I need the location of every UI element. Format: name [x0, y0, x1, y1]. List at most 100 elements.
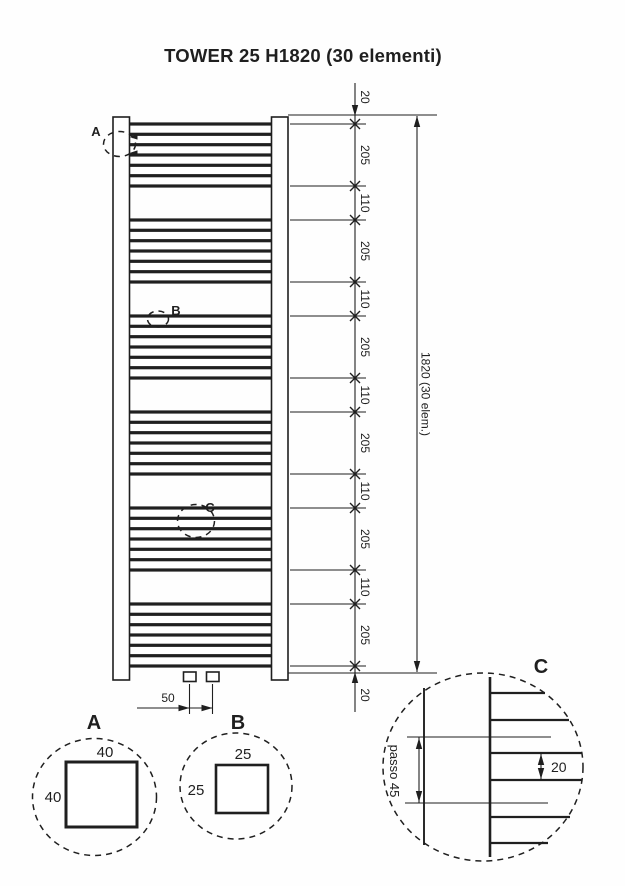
- tube: [129, 184, 272, 188]
- tube: [129, 441, 272, 445]
- tube: [129, 612, 272, 616]
- arrowhead-right: [178, 704, 190, 712]
- tube: [129, 122, 272, 126]
- callout-c: C: [176, 500, 216, 539]
- callout-b: B: [146, 303, 181, 328]
- tube: [129, 280, 272, 284]
- tube: [129, 314, 272, 318]
- tube-elements: [129, 122, 272, 668]
- dim-tick: [349, 502, 361, 514]
- arrowhead-up: [351, 672, 359, 683]
- tube: [129, 623, 272, 627]
- callout-c-circle: [176, 503, 216, 539]
- extension-lines: [290, 123, 366, 667]
- dim-chain-label: 205: [358, 625, 372, 645]
- arrowheads: [129, 105, 545, 802]
- dim-chain-label: 110: [358, 481, 372, 500]
- dim-chain-label: 110: [358, 289, 372, 308]
- drawing-title: TOWER 25 H1820 (30 elementi): [164, 45, 442, 66]
- dim-chain-label: 110: [358, 385, 372, 404]
- detail-a-top-dim: 40: [97, 744, 114, 761]
- dim-chain-label: 205: [358, 433, 372, 453]
- arrowhead-down: [413, 661, 421, 672]
- dim-tick: [349, 468, 361, 480]
- arrowhead-up: [415, 738, 423, 749]
- tube: [129, 451, 272, 455]
- tube: [129, 410, 272, 414]
- tube: [129, 558, 272, 562]
- tube: [129, 643, 272, 647]
- tube: [129, 259, 272, 263]
- tube: [129, 537, 272, 541]
- overall-dimension-label: 1820 (30 elem.): [419, 352, 433, 436]
- connection-stub-right: [205, 671, 220, 683]
- connection-spacing-label: 50: [161, 691, 175, 705]
- radiator-front-view: [112, 116, 289, 683]
- dim-chain-label: 110: [358, 193, 372, 212]
- arrowhead-left: [129, 134, 138, 140]
- dim-tick: [349, 276, 361, 288]
- connection-spacing-dimension: 50: [137, 684, 214, 714]
- callout-b-letter: B: [171, 303, 180, 318]
- tube: [129, 462, 272, 466]
- tube: [129, 602, 272, 606]
- detail-c: C passo 45 20: [382, 656, 584, 862]
- dim-tick: [349, 180, 361, 192]
- arrowhead-down: [351, 105, 359, 116]
- tube: [129, 132, 272, 136]
- arrowhead-down: [415, 791, 423, 802]
- arrowhead-left: [129, 150, 138, 156]
- detail-c-circle: [382, 672, 584, 862]
- arrowhead-right: [201, 704, 213, 712]
- dim-chain-label: 205: [358, 241, 372, 261]
- callout-a-circle: [102, 130, 137, 158]
- tube: [129, 228, 272, 232]
- tube: [129, 527, 272, 531]
- tube: [129, 366, 272, 370]
- detail-c-tube-lines: [405, 691, 582, 845]
- dim-tick: [349, 660, 361, 672]
- overall-dimension: 1820 (30 elem.): [416, 116, 433, 672]
- connection-stub-left: [182, 671, 197, 683]
- tube: [129, 249, 272, 253]
- tube: [129, 472, 272, 476]
- detail-a-circle: [31, 737, 158, 857]
- arrowhead-up: [537, 754, 545, 765]
- tube: [129, 654, 272, 658]
- tube: [129, 516, 272, 520]
- dim-tick: [349, 214, 361, 226]
- callout-c-letter: C: [205, 500, 215, 515]
- detail-c-title: C: [534, 656, 548, 678]
- tube: [129, 270, 272, 274]
- tube: [129, 324, 272, 328]
- dim-tick: [349, 598, 361, 610]
- pitch-label: passo 45: [387, 745, 402, 798]
- detail-a-square: [64, 760, 139, 829]
- tube: [129, 547, 272, 551]
- detail-a-title: A: [87, 712, 101, 734]
- dim-tick: [349, 406, 361, 418]
- tube: [129, 335, 272, 339]
- callout-a: A: [91, 124, 137, 158]
- detail-b: B 25 25: [179, 712, 293, 840]
- detail-a-side-dim: 40: [45, 789, 62, 806]
- detail-b-square: [214, 763, 270, 815]
- dim-chain-label: 110: [358, 577, 372, 596]
- detail-b-side-dim: 25: [188, 782, 205, 799]
- tube: [129, 376, 272, 380]
- tube: [129, 239, 272, 243]
- detail-a: A 40 40: [31, 712, 158, 857]
- arrowhead-down: [537, 768, 545, 779]
- tube: [129, 431, 272, 435]
- tube: [129, 345, 272, 349]
- tube: [129, 163, 272, 167]
- callout-b-circle: [146, 310, 170, 328]
- tube: [129, 664, 272, 668]
- tube: [129, 633, 272, 637]
- tube: [129, 153, 272, 157]
- diameter-label: 20: [551, 759, 567, 775]
- dim-chain-label: 205: [358, 145, 372, 165]
